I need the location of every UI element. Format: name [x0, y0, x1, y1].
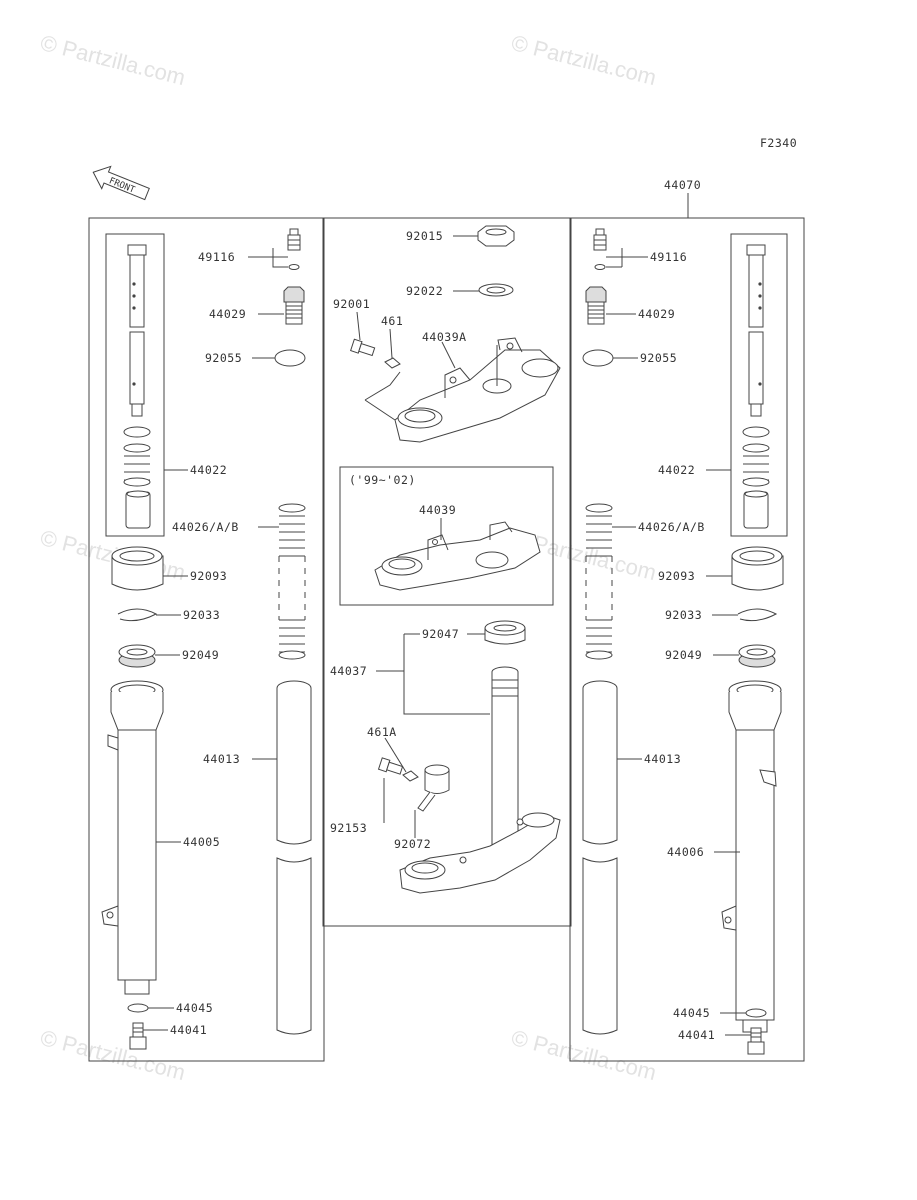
washer-right — [745, 1008, 767, 1018]
right-damper-box — [730, 233, 788, 537]
drain-bolt-left — [129, 1022, 147, 1050]
part-label-44070: 44070 — [664, 178, 701, 192]
inner-tube-right — [582, 680, 618, 1035]
clamp-bolt — [350, 338, 376, 357]
top-plug-right — [585, 286, 607, 325]
part-label-92033-left: 92033 — [183, 608, 220, 622]
part-label-44037: 44037 — [330, 664, 367, 678]
inset-label: ('99~'02) — [349, 473, 416, 487]
part-label-44029-right: 44029 — [638, 307, 675, 321]
damper-rod-assembly-left — [123, 244, 151, 529]
part-label-92022: 92022 — [406, 284, 443, 298]
part-label-92055-right: 92055 — [640, 351, 677, 365]
washer-left — [127, 1003, 149, 1013]
right-fork-frame — [569, 217, 805, 1062]
pinch-bolt — [377, 757, 404, 775]
oil-seal-right — [738, 644, 776, 668]
inner-tube-left — [276, 680, 312, 1035]
part-label-44045-right: 44045 — [673, 1006, 710, 1020]
outer-tube-left — [101, 680, 164, 995]
part-label-92001: 92001 — [333, 297, 370, 311]
part-label-44022-left: 44022 — [190, 463, 227, 477]
fork-spring-left — [278, 503, 306, 660]
part-label-92049-left: 92049 — [182, 648, 219, 662]
front-arrow-icon: FRONT — [92, 165, 150, 201]
o-ring-right — [582, 349, 614, 367]
part-label-92153: 92153 — [330, 821, 367, 835]
air-valve-bolt-right — [593, 228, 607, 270]
dust-seal-left — [111, 546, 164, 591]
figure-code: F2340 — [760, 136, 797, 150]
left-damper-box — [105, 233, 165, 537]
part-label-461A: 461A — [367, 725, 397, 739]
steering-stem-head — [394, 337, 561, 443]
part-label-44005: 44005 — [183, 835, 220, 849]
part-label-92093-right: 92093 — [658, 569, 695, 583]
part-label-49116-left: 49116 — [198, 250, 235, 264]
air-valve-bolt-left — [287, 228, 301, 270]
oil-seal-left — [118, 644, 156, 668]
part-label-92055-left: 92055 — [205, 351, 242, 365]
damper-rod-assembly-right — [742, 244, 770, 529]
steering-stem-head-inset — [374, 521, 541, 591]
o-ring-left — [274, 349, 306, 367]
part-label-92072: 92072 — [394, 837, 431, 851]
part-label-44026-left: 44026/A/B — [172, 520, 239, 534]
part-label-44006: 44006 — [667, 845, 704, 859]
part-label-92093-left: 92093 — [190, 569, 227, 583]
cable-clamp — [417, 764, 450, 812]
part-label-44045-left: 44045 — [176, 1001, 213, 1015]
center-steering-frame — [322, 217, 572, 927]
part-label-49116-right: 49116 — [650, 250, 687, 264]
part-label-92047: 92047 — [422, 627, 459, 641]
part-label-92033-right: 92033 — [665, 608, 702, 622]
lock-washer — [384, 357, 401, 369]
dust-seal-right — [731, 546, 784, 591]
part-label-44026-right: 44026/A/B — [638, 520, 705, 534]
left-fork-frame — [88, 217, 325, 1062]
stem-washer — [478, 283, 514, 297]
part-label-44029-left: 44029 — [209, 307, 246, 321]
lock-washer-a — [402, 770, 419, 782]
inset-box — [339, 466, 554, 606]
part-label-44022-right: 44022 — [658, 463, 695, 477]
retaining-ring-left — [117, 608, 158, 622]
part-label-44039: 44039 — [419, 503, 456, 517]
part-label-461: 461 — [381, 314, 403, 328]
part-label-44039A: 44039A — [422, 330, 467, 344]
stem-seal — [484, 620, 526, 645]
top-plug-left — [283, 286, 305, 325]
retaining-ring-right — [737, 608, 778, 622]
steering-stem — [399, 666, 561, 894]
fork-spring-right — [585, 503, 613, 660]
part-label-92049-right: 92049 — [665, 648, 702, 662]
part-label-44041-right: 44041 — [678, 1028, 715, 1042]
part-label-44013-right: 44013 — [644, 752, 681, 766]
part-label-44041-left: 44041 — [170, 1023, 207, 1037]
outer-tube-right — [721, 680, 782, 1033]
part-label-44013-left: 44013 — [203, 752, 240, 766]
part-label-92015: 92015 — [406, 229, 443, 243]
